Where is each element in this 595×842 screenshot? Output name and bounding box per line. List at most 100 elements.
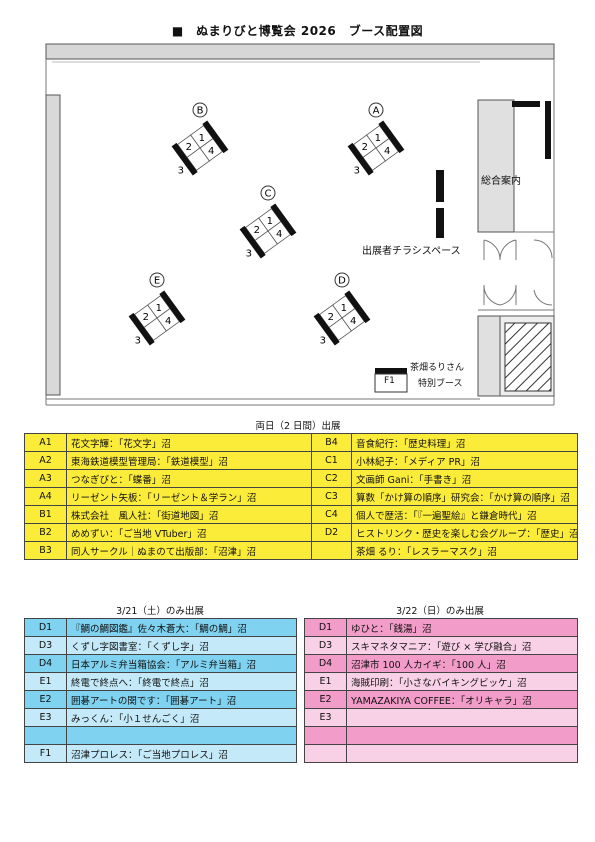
booth-code: E2 (304, 690, 347, 709)
booth-code: B1 (24, 505, 67, 524)
exhibitor-name: 『鯛の鯛図鑑』佐々木蒼大：「鯛の鯛」沼 (66, 618, 297, 637)
seat-number: 2 (143, 312, 149, 323)
special-booth-box (374, 373, 408, 393)
booth-code (24, 726, 67, 745)
exhibitor-name: 音食紀行：「歴史料理」沼 (351, 433, 578, 452)
exhibitor-name: つなぎびと：「蝶番」沼 (66, 469, 312, 488)
seat-number: 4 (208, 146, 214, 157)
day-0322-heading: 3/22（日）のみ出展 (396, 606, 484, 617)
exhibitor-name: リーゼント矢板：「リーゼント＆学ラン」沼 (66, 487, 312, 506)
seat-number: 4 (350, 316, 356, 327)
special-booth-label-1: 茶畑るりさん (410, 363, 465, 373)
seat-number: 3 (178, 165, 184, 176)
booth-d-label: D (338, 276, 346, 287)
seat-number: 4 (165, 316, 171, 327)
seat-number: 3 (246, 248, 252, 259)
table-row (304, 726, 578, 745)
booth-code: A1 (24, 433, 67, 452)
exhibitor-name: 株式会社 風人社：「街道地図」沼 (66, 505, 312, 524)
exhibitor-name: 終電で終点へ：「終電で終点」沼 (66, 672, 297, 691)
exhibitor-name: 花文字輝：「花文字」沼 (66, 433, 312, 452)
booth-code: D3 (24, 636, 67, 655)
booth-code (304, 744, 347, 763)
info-counter (477, 99, 515, 233)
seat-number: 2 (362, 142, 368, 153)
booth-code: C1 (311, 451, 352, 470)
both-days-heading: 両日（2 日間）出展 (255, 421, 341, 432)
seat-number: 1 (341, 303, 347, 314)
booth-code: B4 (311, 433, 352, 452)
exhibitor-name (66, 726, 297, 745)
booth-code: A3 (24, 469, 67, 488)
booth-code: C3 (311, 487, 352, 506)
booth-code: F1 (24, 744, 67, 763)
booth-c: 12 3 4 (239, 203, 297, 259)
booth-code: C2 (311, 469, 352, 488)
exhibitor-name: みっくん：「小１せんごく」沼 (66, 708, 297, 727)
day-0321-heading: 3/21（土）のみ出展 (116, 606, 204, 617)
booth-d-marker (334, 272, 350, 288)
seat-number: 3 (135, 335, 141, 346)
seat-number: 2 (328, 312, 334, 323)
seat-number: 1 (267, 216, 273, 227)
exhibitor-name: 囲碁アートの関です：「囲碁アート」沼 (66, 690, 297, 709)
table-row: E3 (304, 708, 578, 727)
booth-code: D4 (304, 654, 347, 673)
exhibitor-name: くずし字図書室：「くずし字」沼 (66, 636, 297, 655)
seat-number: 4 (276, 229, 282, 240)
exhibitor-name (346, 708, 578, 727)
booth-code: D1 (24, 618, 67, 637)
booth-code: D3 (304, 636, 347, 655)
exhibitor-name: 小林紀子：「メディア PR」沼 (351, 451, 578, 470)
exhibitor-name: ヒストリンク・歴史を楽しむ会グループ：「歴史」沼 (351, 523, 578, 542)
booth-code: E1 (24, 672, 67, 691)
left-partition (45, 94, 61, 396)
booth-a-marker (368, 102, 384, 118)
booth-e-label: E (154, 276, 160, 287)
booth-code: E3 (304, 708, 347, 727)
booth-c-marker (260, 185, 276, 201)
table-row (304, 744, 578, 763)
top-wall (45, 43, 555, 60)
page-title: ■ ぬまりびと博覧会 2026 ブース配置図 (171, 24, 424, 38)
booth-code: D1 (304, 618, 347, 637)
exhibitor-name: 文画師 Gani：「手書き」沼 (351, 469, 578, 488)
booth-code (304, 726, 347, 745)
exhibitor-name: 沼津プロレス：「ご当地プロレス」沼 (66, 744, 297, 763)
booth-b-label: B (197, 106, 204, 117)
booth-code: E1 (304, 672, 347, 691)
exhibitor-name: 茶畑 るり：「レスラーマスク」沼 (351, 541, 578, 560)
exhibitor-name: 沼津市 100 人カイギ：「100 人」沼 (346, 654, 578, 673)
flyer-tables (436, 170, 444, 238)
info-desk-tables (512, 101, 551, 159)
exhibitor-name: 同人サークル｜ぬまのて出版部：「沼津」沼 (66, 541, 312, 560)
flyer-space-label: 出展者チラシスペース (362, 246, 461, 257)
seat-number: 4 (384, 146, 390, 157)
exhibitor-name (346, 744, 578, 763)
special-booth-table (375, 368, 407, 374)
seat-number: 3 (354, 165, 360, 176)
booth-e-marker (149, 272, 165, 288)
booth-code: A4 (24, 487, 67, 506)
table-row (24, 726, 297, 745)
booth-c-label: C (265, 189, 272, 200)
exhibitor-name: 個人で歴活：「『一遍聖絵』と鎌倉時代」沼 (351, 505, 578, 524)
seat-number: 2 (254, 225, 260, 236)
